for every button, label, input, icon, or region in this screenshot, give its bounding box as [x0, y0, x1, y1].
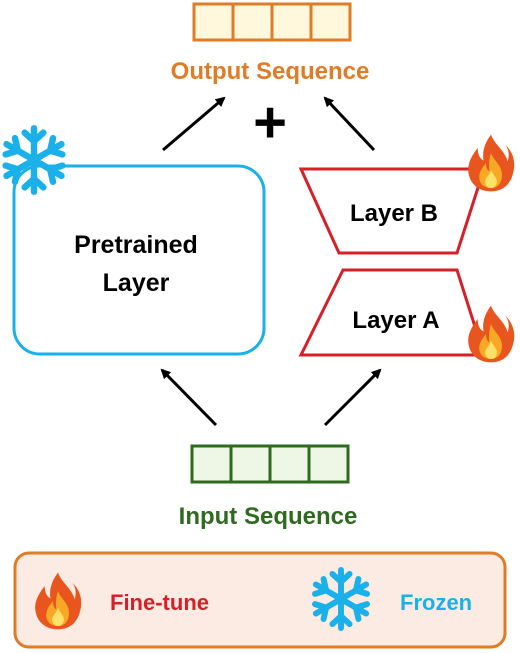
- pretrained-layer-box: [12, 164, 266, 356]
- legend-frozen-label: Frozen: [400, 590, 472, 615]
- output-sequence-label: Output Sequence: [171, 58, 370, 85]
- arrow-input-to-pretrained: [160, 368, 218, 427]
- pretrained-layer-label-line1: Pretrained: [74, 231, 198, 259]
- output-sequence-cells: [192, 2, 352, 42]
- fire-icon: [468, 305, 515, 363]
- pretrained-layer-label-line2: Layer: [103, 269, 170, 297]
- layer-b-shape: [298, 167, 487, 255]
- legend-box: [13, 551, 507, 649]
- layer-b-label: Layer B: [350, 200, 438, 227]
- fire-icon: [468, 134, 515, 192]
- arrow-pretrained-to-output: [162, 96, 226, 152]
- input-sequence-label: Input Sequence: [179, 503, 358, 530]
- arrow-input-to-layer-a: [323, 368, 382, 427]
- plus-sign: +: [253, 90, 287, 155]
- legend-fine-tune-label: Fine-tune: [110, 590, 209, 615]
- arrow-layer-b-to-output: [323, 96, 376, 152]
- layer-a-label: Layer A: [352, 307, 439, 334]
- input-sequence-cells: [190, 444, 350, 484]
